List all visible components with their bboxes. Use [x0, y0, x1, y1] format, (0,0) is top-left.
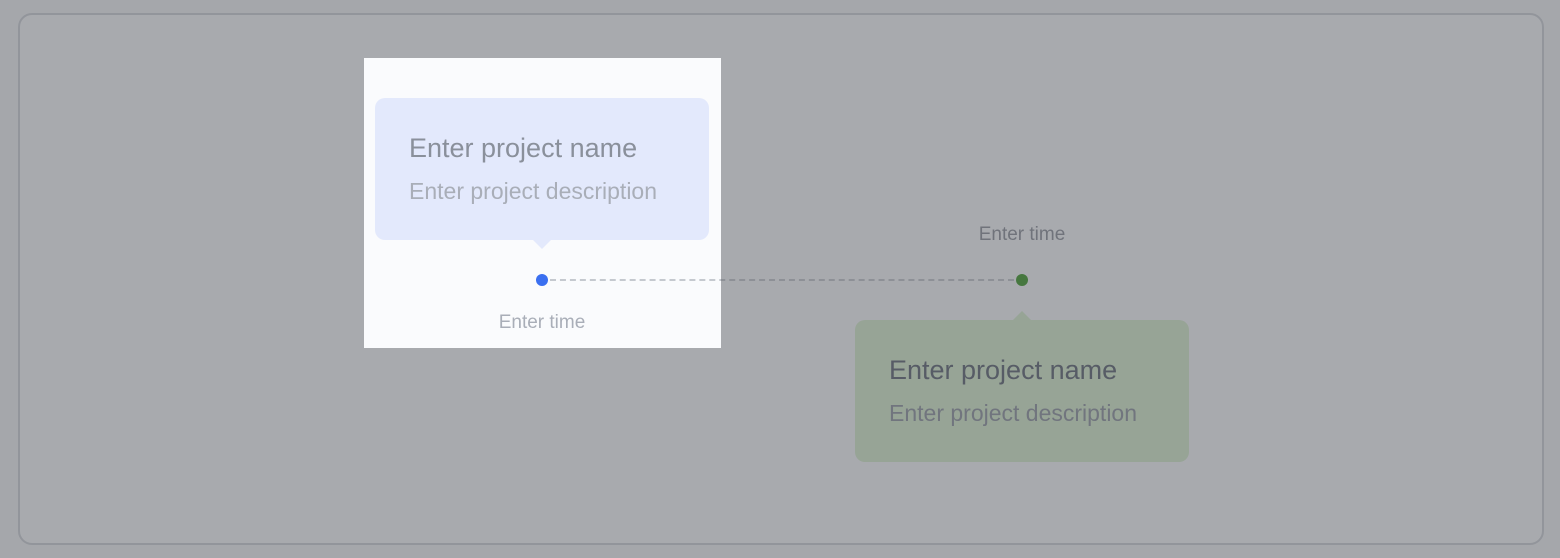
timeline-card-1[interactable]: Enter project name Enter project descrip…	[375, 98, 709, 249]
time-field-2[interactable]: Enter time	[978, 224, 1066, 245]
project-description-field[interactable]: Enter project description	[889, 400, 1138, 426]
timeline-node-2-icon[interactable]	[1016, 274, 1028, 286]
time-field-1[interactable]: Enter time	[498, 312, 586, 333]
timeline-connector-line	[550, 279, 1014, 281]
timeline-node-1-icon[interactable]	[536, 274, 548, 286]
project-name-field[interactable]: Enter project name	[409, 133, 638, 163]
timeline-card-2[interactable]: Enter project name Enter project descrip…	[855, 311, 1189, 462]
project-description-field[interactable]: Enter project description	[409, 178, 658, 204]
project-name-field[interactable]: Enter project name	[889, 355, 1118, 385]
